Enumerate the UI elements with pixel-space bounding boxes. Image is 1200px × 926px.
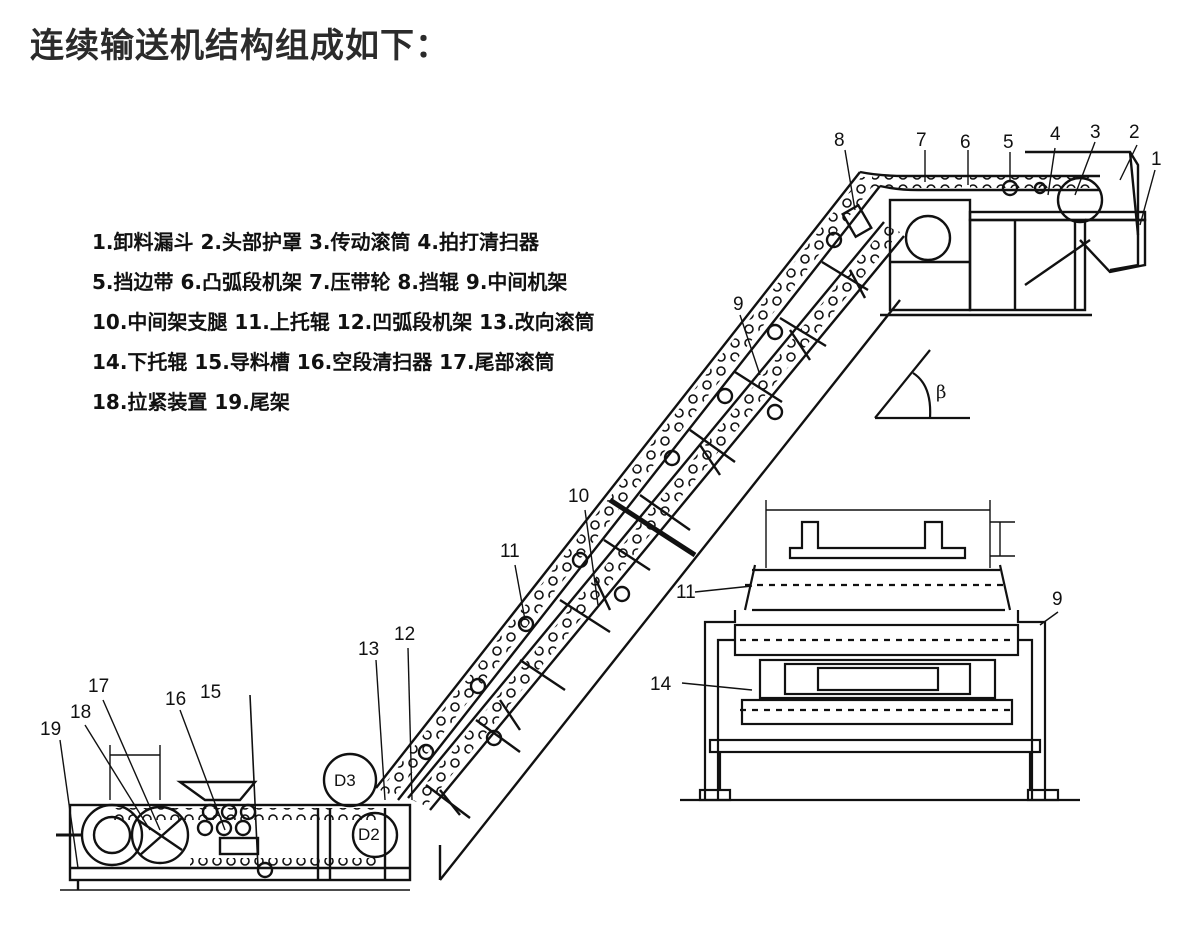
callout-label: 18	[70, 702, 91, 723]
pressure-wheel	[904, 214, 952, 262]
callout-label: 14	[650, 674, 672, 695]
discharge-hopper	[1079, 218, 1147, 274]
callout-label: 11	[676, 582, 696, 603]
tail-section	[56, 694, 412, 891]
tail-frame	[68, 803, 412, 882]
incline-section	[375, 170, 1100, 881]
head-section	[880, 150, 1147, 317]
take-up-drum	[130, 805, 190, 865]
callout-label: 13	[358, 639, 379, 660]
drum-label-d3: D3	[334, 771, 356, 790]
callout-label: 7	[916, 130, 927, 151]
angle-indicator	[874, 349, 970, 420]
page-title: 连续输送机结构组成如下：	[30, 26, 450, 66]
callout-label: 9	[733, 294, 744, 315]
legend-line: 10.中间架支腿 11.上托辊 12.凹弧段机架 13.改向滚筒	[92, 310, 595, 334]
drum-label-d2: D2	[358, 825, 380, 844]
callout-label: 17	[88, 676, 109, 697]
callout-label: 12	[394, 624, 415, 645]
callout-label: 9	[1052, 589, 1063, 610]
callout-label: 5	[1003, 132, 1014, 153]
guide-chute	[176, 780, 258, 802]
callout-label: 11	[500, 541, 520, 562]
callout-label: 16	[165, 689, 186, 710]
callout-leaders	[59, 141, 1156, 869]
callout-label: 3	[1090, 122, 1101, 143]
drive-drum	[1056, 176, 1104, 224]
callout-label: 1	[1151, 149, 1162, 170]
legend-line: 1.卸料漏斗 2.头部护罩 3.传动滚筒 4.拍打清扫器	[92, 230, 539, 254]
legend-line: 5.挡边带 6.凸弧段机架 7.压带轮 8.挡辊 9.中间机架	[92, 270, 568, 294]
callout-label: 4	[1050, 124, 1061, 145]
cross-section-detail	[680, 500, 1080, 802]
callout-label: 19	[40, 719, 61, 740]
bend-drum-d3	[322, 752, 378, 808]
callout-label: 10	[568, 486, 589, 507]
callout-label: 8	[834, 130, 845, 151]
legend-line: 14.下托辊 15.导料槽 16.空段清扫器 17.尾部滚筒	[92, 350, 555, 374]
head-hood	[1025, 150, 1140, 272]
legend-line: 18.拉紧装置 19.尾架	[92, 390, 290, 414]
angle-beta: β	[936, 382, 946, 403]
callout-label: 2	[1129, 122, 1140, 143]
callout-label: 15	[200, 682, 221, 703]
component-legend: 1.卸料漏斗 2.头部护罩 3.传动滚筒 4.拍打清扫器 5.挡边带 6.凸弧段…	[92, 222, 595, 422]
callout-label: 6	[960, 132, 971, 153]
bend-drum-d2	[351, 811, 399, 859]
